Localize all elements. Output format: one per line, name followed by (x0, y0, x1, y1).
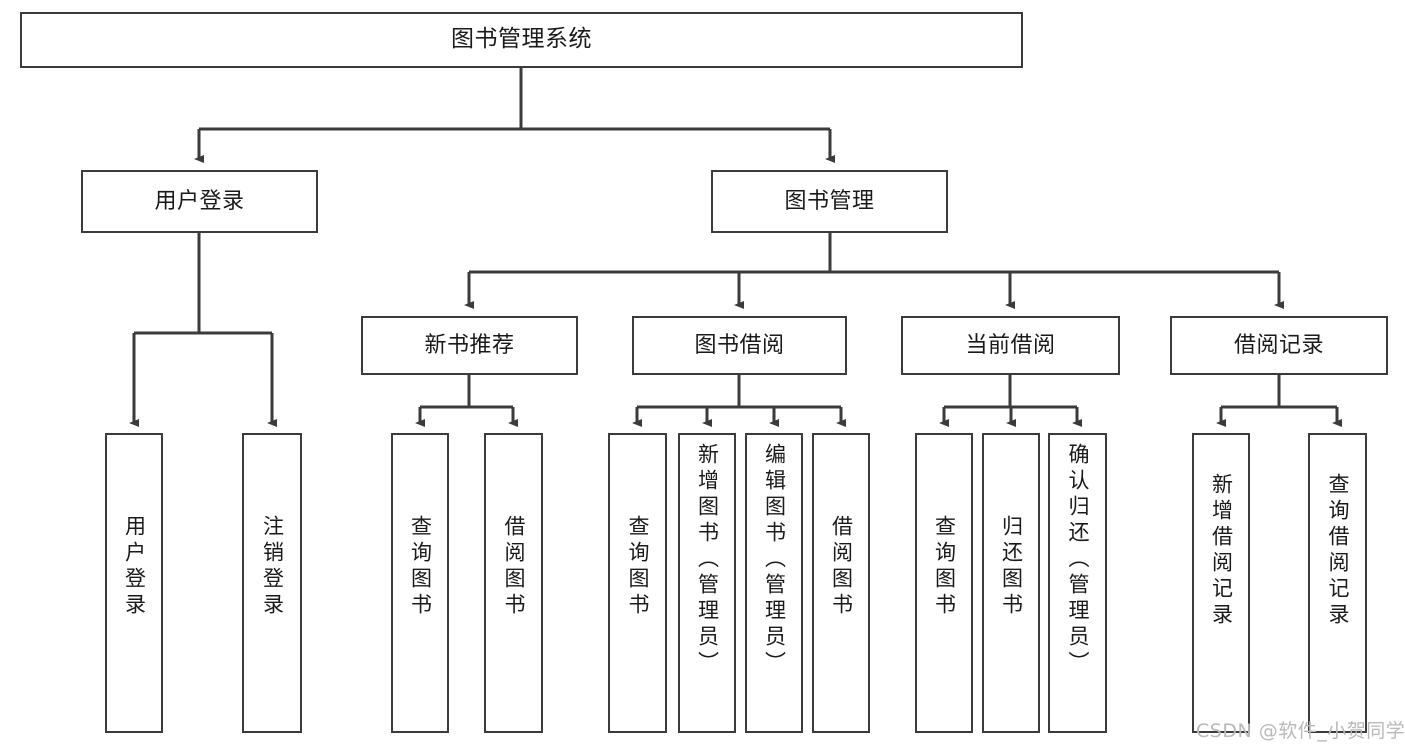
leaf-current-query-book[interactable]: 查询图书 (915, 433, 973, 733)
node-label: 图书管理 (784, 188, 875, 214)
node-label: 查询图书 (932, 515, 957, 619)
node-label: 图书借阅 (694, 332, 785, 358)
node-book-borrow[interactable]: 图书借阅 (632, 316, 847, 375)
node-label: 确认归还（管理员） (1066, 443, 1090, 677)
leaf-borrow-edit-book-admin[interactable]: 编辑图书（管理员） (745, 433, 803, 733)
leaf-current-confirm-return-admin[interactable]: 确认归还（管理员） (1048, 433, 1107, 733)
node-label: 注销登录 (260, 515, 285, 619)
node-label: 借阅记录 (1233, 332, 1324, 358)
leaf-user-login-login[interactable]: 用户登录 (105, 433, 163, 733)
node-new-book-recommend[interactable]: 新书推荐 (361, 316, 578, 375)
leaf-user-login-logout[interactable]: 注销登录 (242, 433, 302, 733)
node-label: 查询图书 (626, 515, 650, 619)
node-book-management[interactable]: 图书管理 (711, 170, 948, 233)
leaf-borrow-borrow-book[interactable]: 借阅图书 (812, 433, 870, 733)
node-label: 借阅图书 (502, 515, 526, 619)
leaf-current-return-book[interactable]: 归还图书 (982, 433, 1040, 733)
node-label: 图书管理系统 (451, 26, 592, 53)
leaf-new-book-query[interactable]: 查询图书 (391, 433, 449, 733)
node-user-login[interactable]: 用户登录 (81, 170, 318, 233)
node-label: 编辑图书（管理员） (762, 443, 787, 677)
node-label: 用户登录 (154, 188, 245, 214)
leaf-record-query-record[interactable]: 查询借阅记录 (1308, 433, 1367, 733)
node-label: 查询图书 (408, 515, 433, 619)
node-label: 新增借阅记录 (1209, 473, 1234, 629)
leaf-new-book-borrow[interactable]: 借阅图书 (484, 433, 543, 733)
node-label: 新增图书（管理员） (695, 443, 720, 677)
leaf-borrow-query-book[interactable]: 查询图书 (608, 433, 667, 733)
node-label: 当前借阅 (965, 332, 1056, 358)
leaf-borrow-add-book-admin[interactable]: 新增图书（管理员） (678, 433, 736, 733)
node-label: 用户登录 (122, 515, 147, 619)
csdn-watermark: CSDN @软件_小贺同学 (1196, 720, 1405, 742)
node-label: 新书推荐 (424, 332, 515, 358)
node-label: 归还图书 (999, 515, 1024, 619)
node-root-system[interactable]: 图书管理系统 (20, 12, 1023, 68)
node-borrow-record[interactable]: 借阅记录 (1170, 316, 1388, 375)
node-label: 借阅图书 (829, 515, 854, 619)
node-label: 查询借阅记录 (1326, 473, 1350, 629)
node-current-borrow[interactable]: 当前借阅 (901, 316, 1120, 375)
leaf-record-add-record[interactable]: 新增借阅记录 (1192, 433, 1250, 733)
